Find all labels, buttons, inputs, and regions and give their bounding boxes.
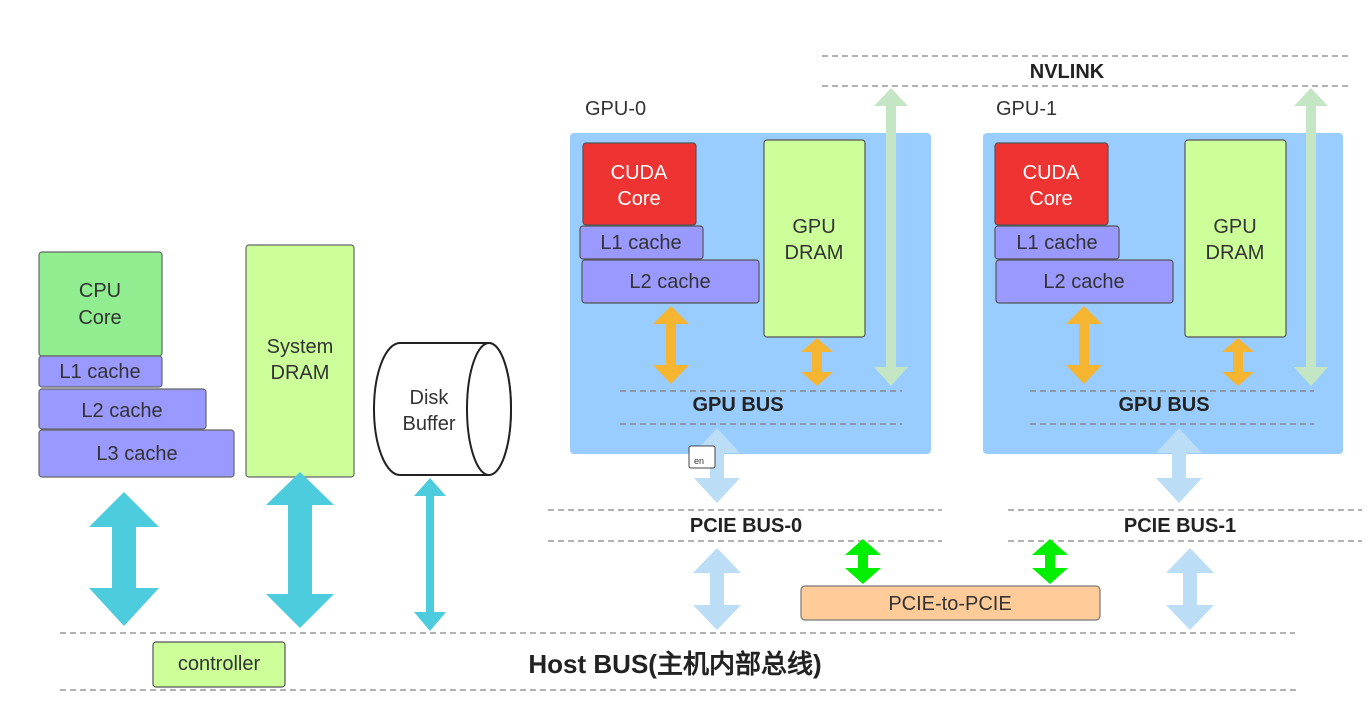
cpu-group: CPU Core L1 cache L2 cache L3 cache bbox=[38, 251, 235, 478]
gpu-1-l2-cache-label: L2 cache bbox=[1043, 271, 1124, 293]
ime-badge[interactable]: en bbox=[688, 445, 716, 469]
gpu-1-l1-cache-label: L1 cache bbox=[1016, 232, 1097, 254]
gpu-0-cache-bus-arrow bbox=[653, 306, 689, 384]
pcie-0-to-bridge-arrow bbox=[845, 539, 881, 584]
gpu-1-dram-label-line1: GPU bbox=[1213, 216, 1256, 238]
gpu-1-nvlink-arrow bbox=[1294, 88, 1328, 386]
gpu-0-title: GPU-0 bbox=[585, 98, 646, 120]
ime-badge-text: en bbox=[694, 456, 704, 466]
gpu-1-bus-label: GPU BUS bbox=[1118, 394, 1209, 416]
gpu-0-nvlink-arrow bbox=[874, 88, 908, 386]
gpu-1-to-pcie-arrow bbox=[1156, 428, 1202, 503]
disk-to-host-arrow bbox=[414, 478, 446, 631]
pcie-0-to-host-arrow bbox=[693, 548, 741, 630]
disk-buffer-label-line2: Buffer bbox=[403, 413, 456, 435]
pcie-bus-0-label: PCIE BUS-0 bbox=[690, 515, 802, 537]
gpu-0-l1-cache-box bbox=[579, 225, 704, 260]
gpu-0-cuda-label-line2: Core bbox=[617, 188, 660, 210]
controller-box bbox=[152, 641, 286, 688]
disk-buffer-group: Disk Buffer bbox=[373, 342, 512, 476]
cpu-to-host-arrow bbox=[89, 492, 159, 626]
gpu-1-cuda-label-line1: CUDA bbox=[1023, 162, 1080, 184]
pcie-1-to-host-arrow bbox=[1166, 548, 1214, 630]
gpu-1-title: GPU-1 bbox=[996, 98, 1057, 120]
cpu-core-box bbox=[38, 251, 163, 357]
gpu-1-cuda-core-box bbox=[994, 142, 1109, 226]
cpu-l2-cache-label: L2 cache bbox=[81, 400, 162, 422]
nvlink-label: NVLINK bbox=[1030, 61, 1105, 83]
pcie-to-pcie-label: PCIE-to-PCIE bbox=[888, 593, 1011, 615]
disk-buffer-label-line1: Disk bbox=[410, 387, 450, 409]
gpu-0-dram-label-line2: DRAM bbox=[785, 242, 844, 264]
gpu-1-l2-cache-box bbox=[995, 259, 1174, 304]
pcie-to-pcie-box bbox=[800, 585, 1101, 621]
system-dram-group: System DRAM bbox=[245, 244, 355, 478]
dram-to-host-arrow bbox=[266, 472, 334, 628]
gpu-1-cuda-label-line2: Core bbox=[1029, 188, 1072, 210]
ime-badge-bg bbox=[688, 445, 716, 469]
cpu-l1-cache-box bbox=[38, 355, 163, 388]
cpu-l3-cache-label: L3 cache bbox=[96, 443, 177, 465]
gpu-0-dram-box bbox=[763, 139, 866, 338]
system-dram-box bbox=[245, 244, 355, 478]
gpu-1-dram-label-line2: DRAM bbox=[1206, 242, 1265, 264]
gpu-0-l2-cache-box bbox=[581, 259, 760, 304]
cpu-l2-cache-box bbox=[38, 388, 207, 430]
gpu-0-group: GPU-0 CUDA Core L1 cache L2 cache GPU DR… bbox=[570, 98, 931, 454]
gpu-0-l1-cache-label: L1 cache bbox=[600, 232, 681, 254]
gpu-1-cache-bus-arrow bbox=[1066, 306, 1102, 384]
gpu-1-l1-cache-box bbox=[994, 225, 1120, 260]
system-dram-label-line2: DRAM bbox=[271, 362, 330, 384]
cpu-core-label-line1: CPU bbox=[79, 280, 121, 302]
gpu-0-dram-bus-arrow bbox=[801, 338, 833, 386]
gpu-1-dram-box bbox=[1184, 139, 1287, 338]
gpu-0-bus-label: GPU BUS bbox=[692, 394, 783, 416]
cpu-l3-cache-box bbox=[38, 429, 235, 478]
gpu-1-dram-bus-arrow bbox=[1222, 338, 1254, 386]
gpu-0-cuda-core-box bbox=[582, 142, 697, 226]
gpu-0-cuda-label-line1: CUDA bbox=[611, 162, 668, 184]
cpu-l1-cache-label: L1 cache bbox=[59, 361, 140, 383]
host-bus-label: Host BUS(主机内部总线) bbox=[528, 649, 821, 679]
gpu-0-l2-cache-label: L2 cache bbox=[629, 271, 710, 293]
gpu-1-group: GPU-1 CUDA Core L1 cache L2 cache GPU DR… bbox=[983, 98, 1343, 454]
pcie-bus-1-label: PCIE BUS-1 bbox=[1124, 515, 1236, 537]
system-dram-label-line1: System bbox=[267, 336, 334, 358]
gpu-0-dram-label-line1: GPU bbox=[792, 216, 835, 238]
disk-buffer-cylinder-end bbox=[466, 342, 512, 476]
pcie-1-to-bridge-arrow bbox=[1032, 539, 1068, 584]
cpu-core-label-line2: Core bbox=[78, 307, 121, 329]
controller-label: controller bbox=[178, 653, 261, 675]
